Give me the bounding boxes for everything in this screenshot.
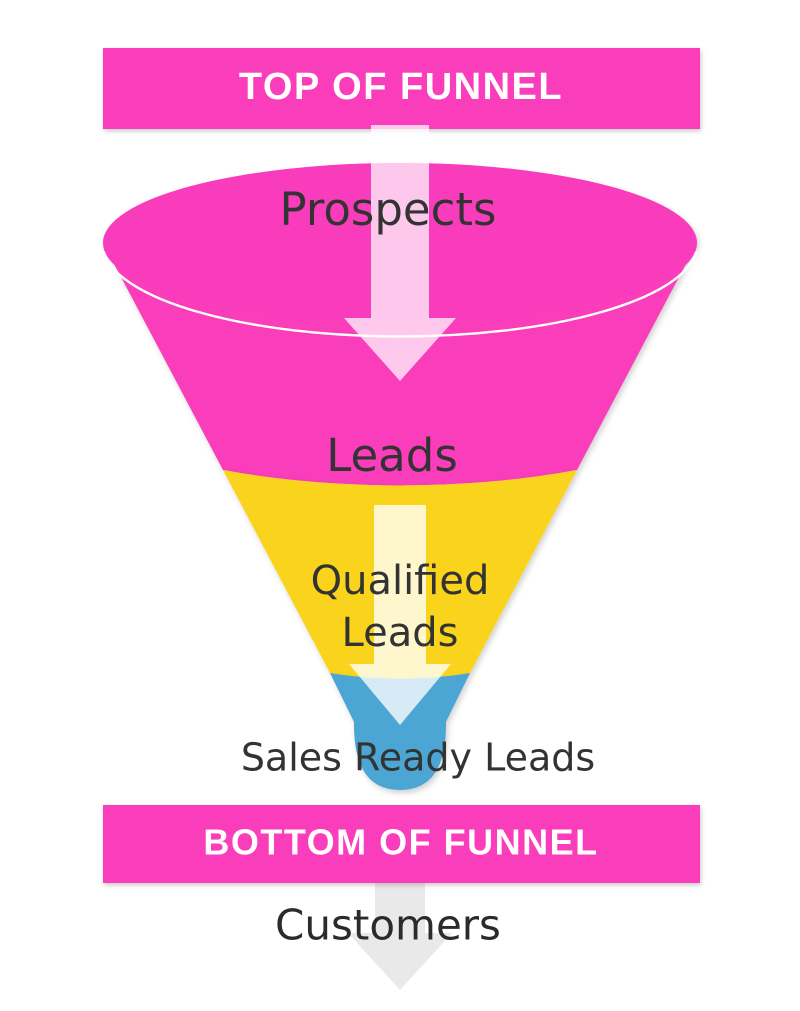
arrow-bottom-shape [348, 880, 452, 990]
stage-label-leads: Leads [326, 429, 458, 482]
bottom-band-rect [103, 805, 700, 883]
top-of-funnel-band: TOP OF FUNNEL [103, 48, 700, 129]
blue-neck-shape [330, 673, 470, 790]
arrow-top [344, 125, 456, 381]
arrow-bottom [348, 880, 452, 990]
bottom-band-label: BOTTOM OF FUNNEL [203, 822, 598, 863]
stage-label-prospects: Prospects [280, 183, 497, 236]
stage-label-qualified-leads-line1: Qualified [311, 558, 490, 604]
funnel-section-blue [330, 673, 470, 790]
bottom-of-funnel-band: BOTTOM OF FUNNEL [103, 805, 700, 883]
arrow-top-shape [344, 125, 456, 381]
stage-label-qualified-leads-line2: Leads [342, 610, 459, 656]
arrow-middle-shape [349, 505, 451, 725]
arrow-middle [349, 505, 451, 725]
top-band-rect [103, 48, 700, 129]
top-band-label: TOP OF FUNNEL [239, 66, 563, 108]
stage-label-customers: Customers [275, 901, 501, 950]
stage-label-sales-ready-leads: Sales Ready Leads [241, 736, 595, 780]
